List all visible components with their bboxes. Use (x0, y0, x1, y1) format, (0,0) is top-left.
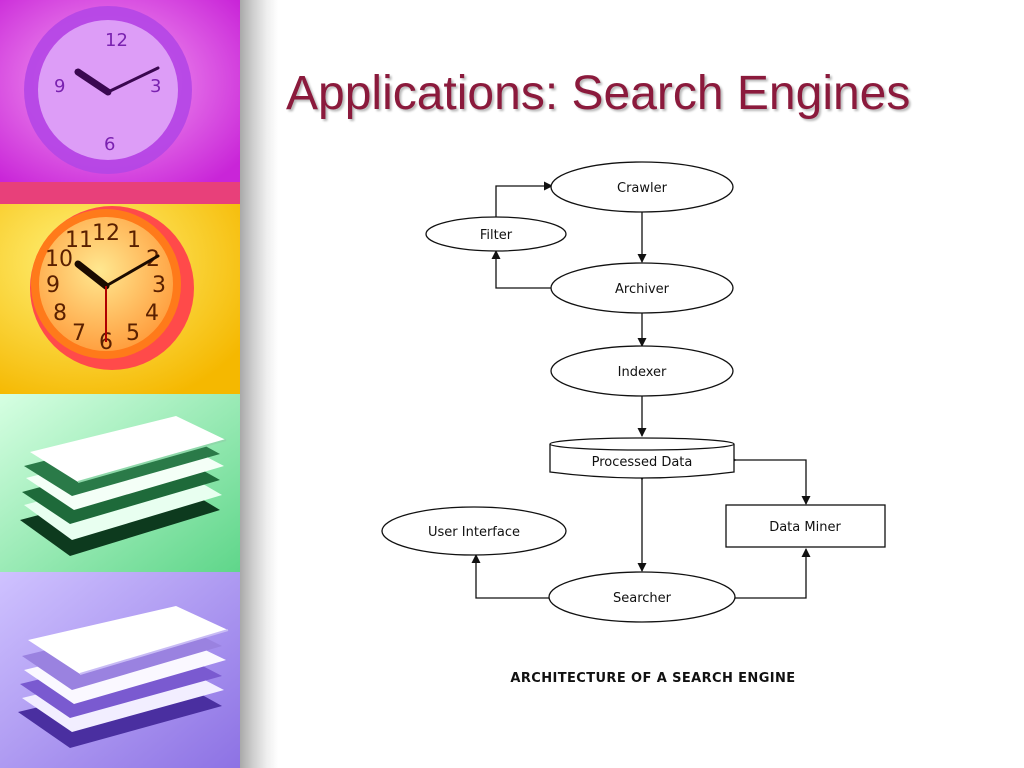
clock-number: 6 (99, 330, 113, 355)
yellow-clock-panel: 12 1 2 3 4 5 6 7 8 9 10 11 (0, 204, 240, 394)
node-data-miner: Data Miner (725, 504, 886, 548)
node-label: Searcher (613, 591, 672, 606)
node-crawler: Crawler (550, 161, 734, 213)
edge-searcher-data-miner (728, 548, 811, 603)
sidebar-image-panel: 12 3 6 9 12 1 2 3 4 5 (0, 0, 240, 768)
node-user-interface: User Interface (381, 506, 567, 556)
clock-number: 3 (152, 273, 166, 298)
node-label: Processed Data (592, 455, 693, 470)
book-stack-icon (20, 416, 227, 556)
purple-books-panel (0, 572, 240, 768)
clock-number: 7 (72, 321, 86, 346)
node-label: Archiver (615, 282, 670, 297)
search-engine-architecture-diagram: Crawler Filter Archiver Indexer Processe… (370, 150, 910, 710)
svg-text:6: 6 (104, 134, 115, 155)
sidebar-shadow (240, 0, 278, 768)
edge-searcher-user-interface (471, 554, 556, 603)
node-label: User Interface (428, 525, 520, 540)
node-label: Data Miner (769, 520, 841, 535)
edge-archiver-filter (491, 250, 552, 289)
clock-number: 5 (126, 321, 140, 346)
edge-processed-data-data-miner (728, 455, 811, 505)
svg-text:3: 3 (150, 76, 161, 97)
node-indexer: Indexer (550, 345, 734, 397)
clock-icon: 12 1 2 3 4 5 6 7 8 9 10 11 (30, 206, 194, 370)
clock-number: 8 (53, 301, 67, 326)
clock-icon: 12 3 6 9 (24, 6, 192, 174)
svg-text:9: 9 (54, 76, 65, 97)
clock-number: 1 (127, 228, 141, 253)
slide-title: Applications: Search Engines (286, 67, 911, 120)
clock-number: 11 (65, 228, 93, 253)
node-archiver: Archiver (550, 262, 734, 314)
node-filter: Filter (425, 216, 567, 252)
edge-filter-crawler (495, 181, 553, 217)
node-processed-data: Processed Data (549, 437, 735, 479)
node-label: Filter (480, 228, 513, 243)
node-searcher: Searcher (548, 571, 736, 623)
diagram-caption: ARCHITECTURE OF A SEARCH ENGINE (510, 671, 795, 686)
clock-number: 12 (92, 221, 120, 246)
magenta-clock-panel: 12 3 6 9 (0, 0, 240, 204)
clock-number: 9 (46, 273, 60, 298)
svg-text:12: 12 (105, 30, 128, 51)
node-label: Crawler (617, 181, 668, 196)
clock-number: 10 (45, 247, 73, 272)
clock-number: 4 (145, 301, 159, 326)
book-stack-icon (18, 606, 229, 748)
node-label: Indexer (618, 365, 667, 380)
green-books-panel (0, 394, 240, 572)
